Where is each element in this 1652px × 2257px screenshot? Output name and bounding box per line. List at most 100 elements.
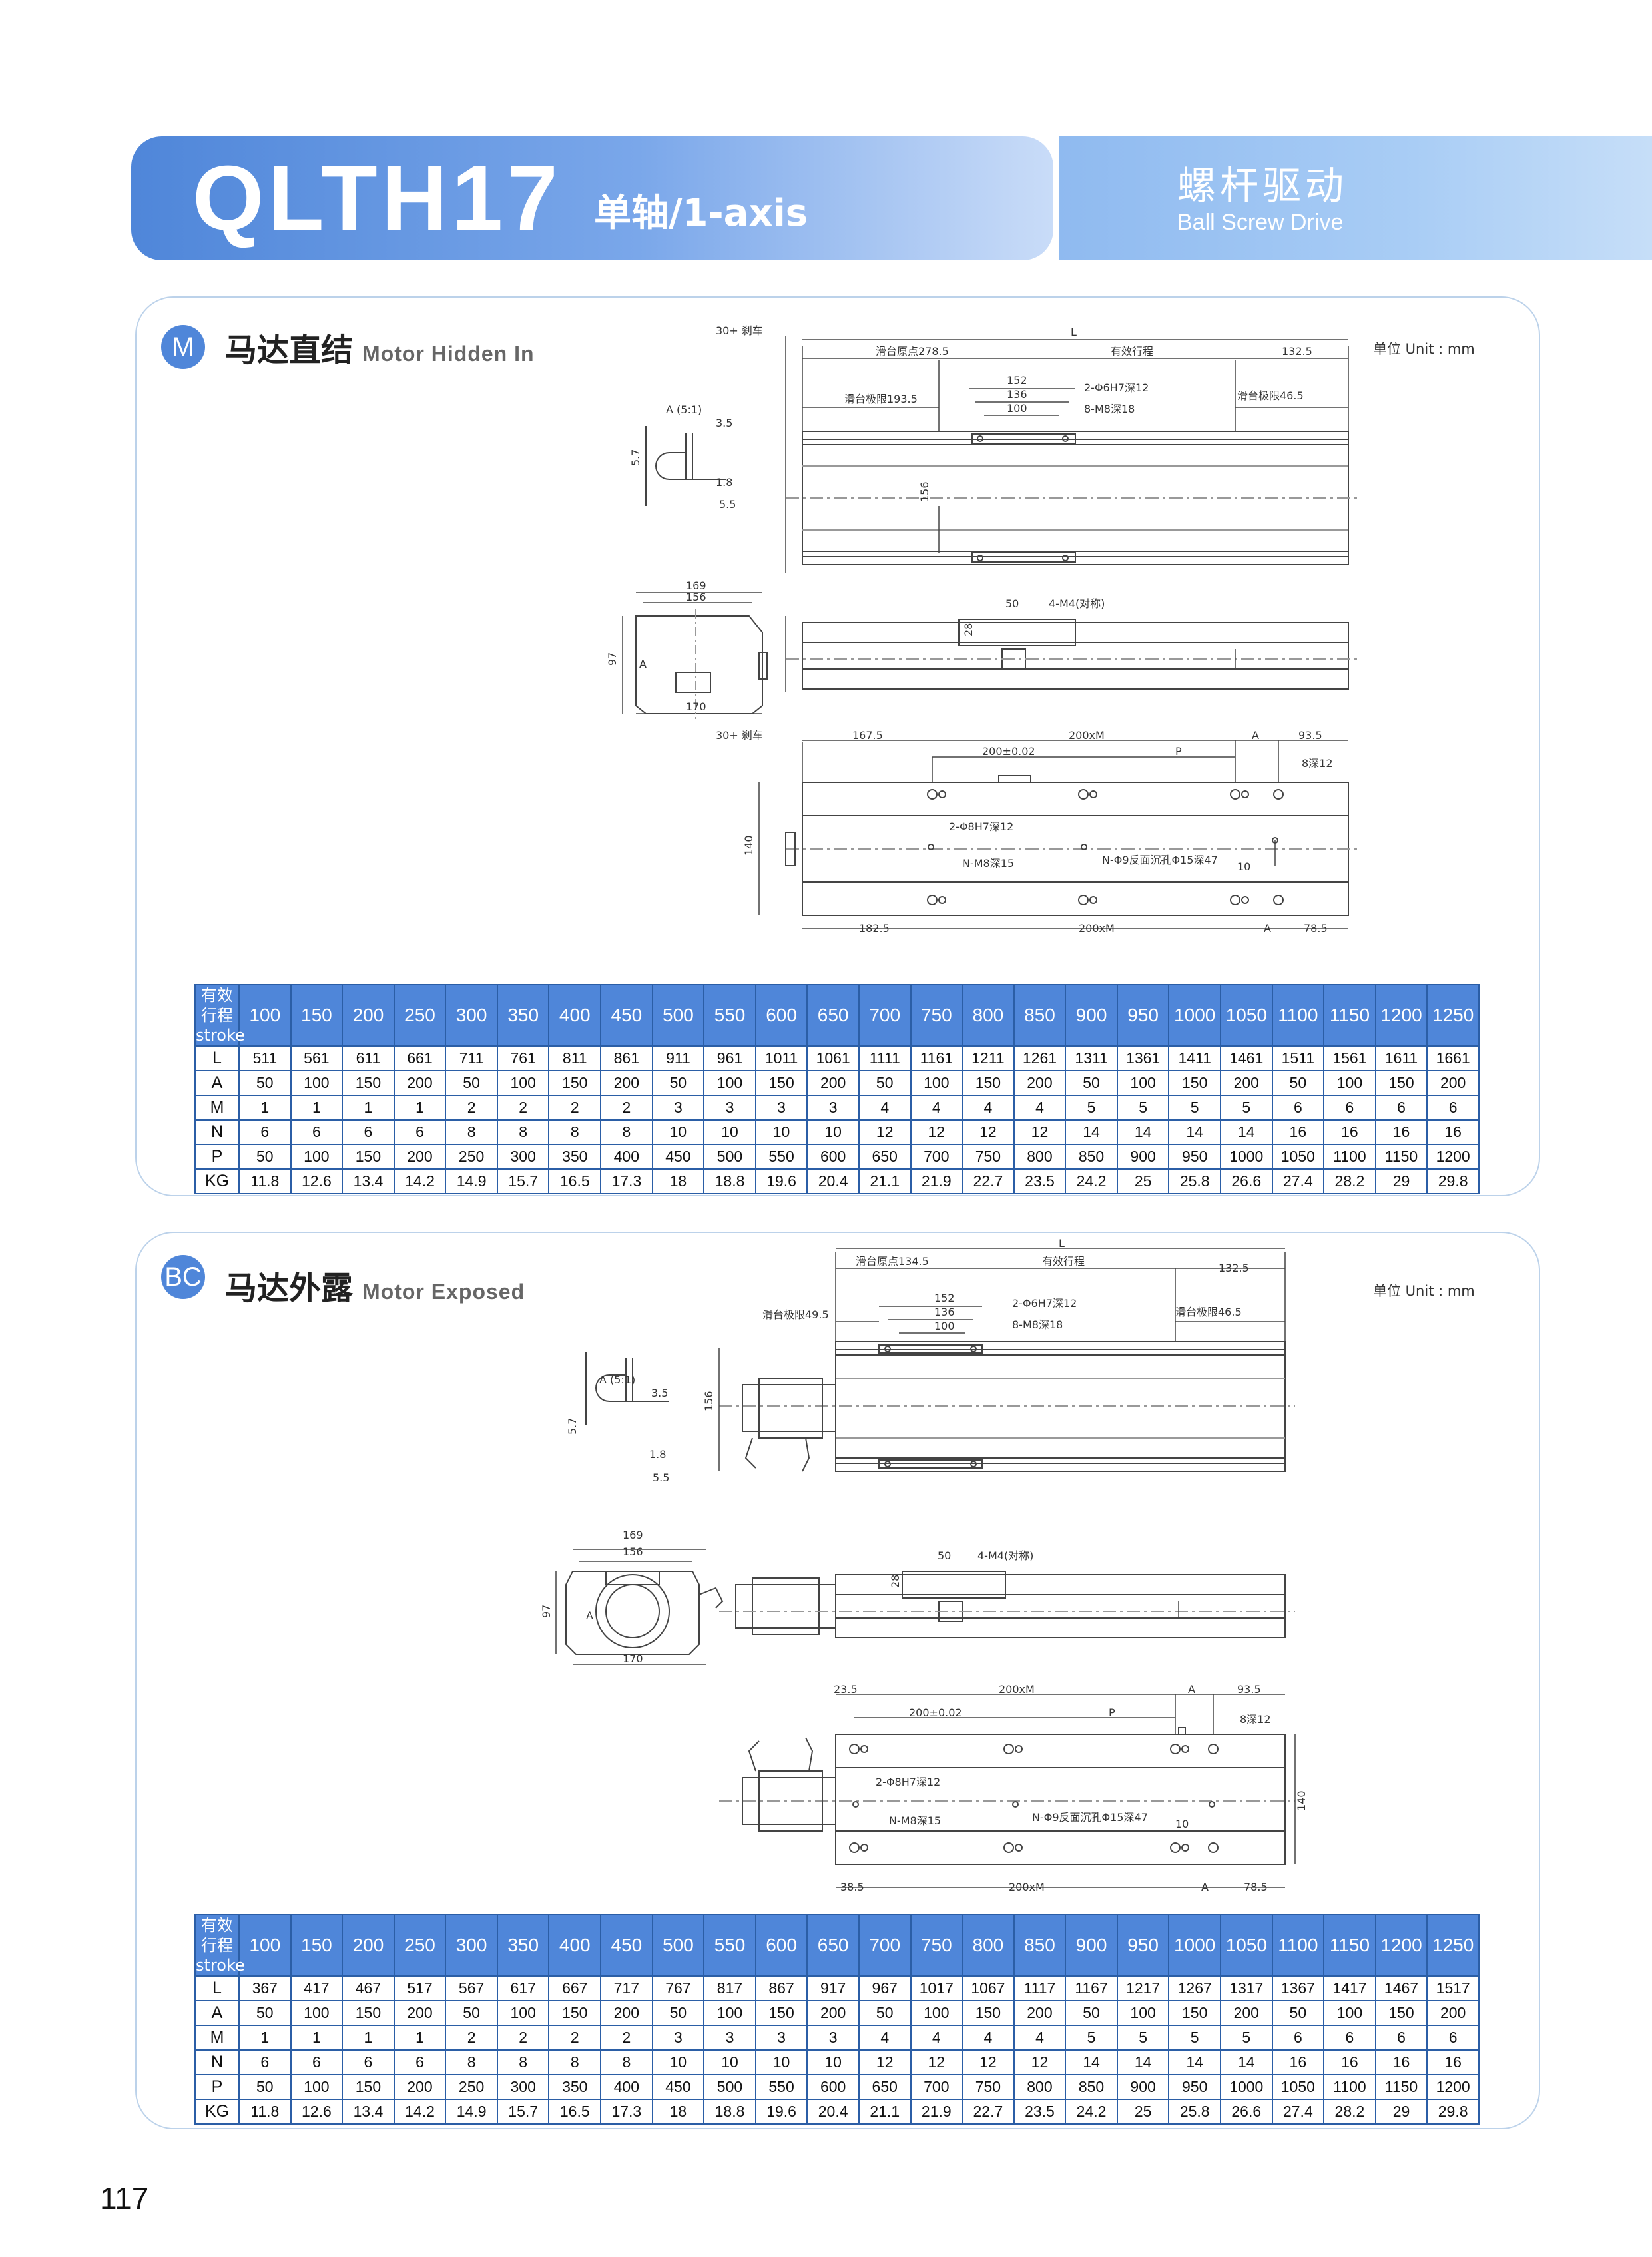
dim-5-7-2: 5.7 xyxy=(566,1418,579,1435)
dim-h6-2: 2-Φ6H7深12 xyxy=(1012,1297,1077,1310)
stroke-header-cell: 1250 xyxy=(1426,1914,1480,1977)
dim-50-2: 50 xyxy=(938,1549,951,1562)
stroke-header-cell: 250 xyxy=(393,984,447,1047)
dim-a-bottom: A xyxy=(1264,922,1271,935)
table-cell: 150 xyxy=(1374,1070,1428,1096)
row-label-cell: P xyxy=(194,1144,240,1170)
stroke-header-cell: 150 xyxy=(290,984,344,1047)
header-label-line: stroke xyxy=(196,1956,245,1975)
table-cell: 100 xyxy=(290,1144,344,1170)
dim-132: 132.5 xyxy=(1282,345,1312,358)
table-cell: 15.7 xyxy=(496,2099,550,2125)
dim-97: 97 xyxy=(606,652,619,666)
table-cell: 24.2 xyxy=(1065,1168,1118,1194)
table-cell: 100 xyxy=(290,1070,344,1096)
table-cell: 5 xyxy=(1116,1095,1170,1121)
section-motor-hidden xyxy=(135,296,1540,1196)
table-cell: 450 xyxy=(651,1144,705,1170)
table-cell: 450 xyxy=(651,2074,705,2100)
table-cell: 1 xyxy=(238,1095,292,1121)
table-cell: 3 xyxy=(806,1095,860,1121)
stroke-header-cell: 1200 xyxy=(1374,1914,1428,1977)
dim-50: 50 xyxy=(1005,597,1019,610)
table-cell: 50 xyxy=(858,1070,912,1096)
dim-100-2: 100 xyxy=(934,1320,955,1332)
dim-L-2: L xyxy=(1059,1237,1065,1250)
table-cell: 14 xyxy=(1219,2049,1273,2075)
row-label-cell: N xyxy=(194,2049,240,2075)
table-cell: 18 xyxy=(651,1168,705,1194)
table-cell: 100 xyxy=(1323,2000,1376,2026)
table-cell: 4 xyxy=(910,2025,964,2051)
table-cell: 100 xyxy=(1323,1070,1376,1096)
dim-origin-2: 滑台原点134.5 xyxy=(856,1255,929,1268)
table-cell: 29.8 xyxy=(1426,2099,1480,2125)
end-view-2 xyxy=(555,1549,724,1665)
dim-170: 170 xyxy=(686,700,706,713)
table-cell: 15.7 xyxy=(496,1168,550,1194)
top-view xyxy=(785,336,1358,573)
stroke-header-cell: 1250 xyxy=(1426,984,1480,1047)
table-cell: 650 xyxy=(858,1144,912,1170)
table-cell: 100 xyxy=(910,2000,964,2026)
dim-h8-2: 2-Φ8H7深12 xyxy=(876,1776,940,1788)
stroke-header-cell: 1200 xyxy=(1374,984,1428,1047)
table-cell: 28.2 xyxy=(1323,1168,1376,1194)
table-cell: 967 xyxy=(858,1975,912,2001)
table-cell: 200 xyxy=(1426,1070,1480,1096)
table-cell: 21.1 xyxy=(858,2099,912,2125)
table-cell: 26.6 xyxy=(1219,1168,1273,1194)
table-cell: 18.8 xyxy=(703,1168,756,1194)
stroke-header-cell: 650 xyxy=(806,984,860,1047)
table-cell: 350 xyxy=(548,2074,602,2100)
stroke-header-cell: 750 xyxy=(910,1914,964,1977)
header-banner: QLTH17 单轴/1-axis xyxy=(131,136,1053,260)
header-label-line: 有效行程 xyxy=(201,986,233,1025)
stroke-header-cell: 1000 xyxy=(1168,1914,1221,1977)
table-cell: 10 xyxy=(651,1119,705,1145)
dim-5-7: 5.7 xyxy=(629,449,642,466)
table-cell: 1050 xyxy=(1271,2074,1325,2100)
table-cell: 26.6 xyxy=(1219,2099,1273,2125)
table-cell: 367 xyxy=(238,1975,292,2001)
table-cell: 22.7 xyxy=(962,1168,1015,1194)
table-cell: 50 xyxy=(238,1070,292,1096)
table-cell: 13.4 xyxy=(342,1168,395,1194)
table-cell: 10 xyxy=(703,1119,756,1145)
table-cell: 50 xyxy=(1271,2000,1325,2026)
stroke-header-cell: 100 xyxy=(238,984,292,1047)
table-cell: 22.7 xyxy=(962,2099,1015,2125)
dim-nm8-2: N-M8深15 xyxy=(889,1814,941,1827)
dim-stroke: 有效行程 xyxy=(1111,345,1153,358)
table-cell: 717 xyxy=(600,1975,653,2001)
dim-n9-2: N-Φ9反面沉孔Φ15深47 xyxy=(1032,1811,1148,1824)
table-cell: 150 xyxy=(1168,1070,1221,1096)
table-cell: 29.8 xyxy=(1426,1168,1480,1194)
table-cell: 4 xyxy=(1013,1095,1067,1121)
table-cell: 17.3 xyxy=(600,1168,653,1194)
table-cell: 100 xyxy=(1116,1070,1170,1096)
table-cell: 100 xyxy=(290,2074,344,2100)
table-cell: 14.2 xyxy=(393,2099,447,2125)
dim-28: 28 xyxy=(962,623,975,636)
dim-detail-2: A (5:1) xyxy=(599,1374,635,1386)
table-cell: 417 xyxy=(290,1975,344,2001)
table-cell: 150 xyxy=(342,1070,395,1096)
table-cell: 200 xyxy=(393,2074,447,2100)
table-cell: 550 xyxy=(754,1144,808,1170)
dim-stroke-2: 有效行程 xyxy=(1042,1255,1085,1268)
stroke-header-cell: 950 xyxy=(1116,984,1170,1047)
stroke-header-cell: 800 xyxy=(962,984,1015,1047)
table-cell: 100 xyxy=(496,1070,550,1096)
table-cell: 950 xyxy=(1168,1144,1221,1170)
table-cell: 100 xyxy=(703,2000,756,2026)
drive-title-en: Ball Screw Drive xyxy=(1177,210,1344,235)
table-cell: 1200 xyxy=(1426,2074,1480,2100)
table-cell: 17.3 xyxy=(600,2099,653,2125)
table-cell: 5 xyxy=(1168,2025,1221,2051)
table-cell: 1 xyxy=(393,2025,447,2051)
dim-m8: 8-M8深18 xyxy=(1084,403,1135,415)
stroke-header-cell: 500 xyxy=(651,1914,705,1977)
